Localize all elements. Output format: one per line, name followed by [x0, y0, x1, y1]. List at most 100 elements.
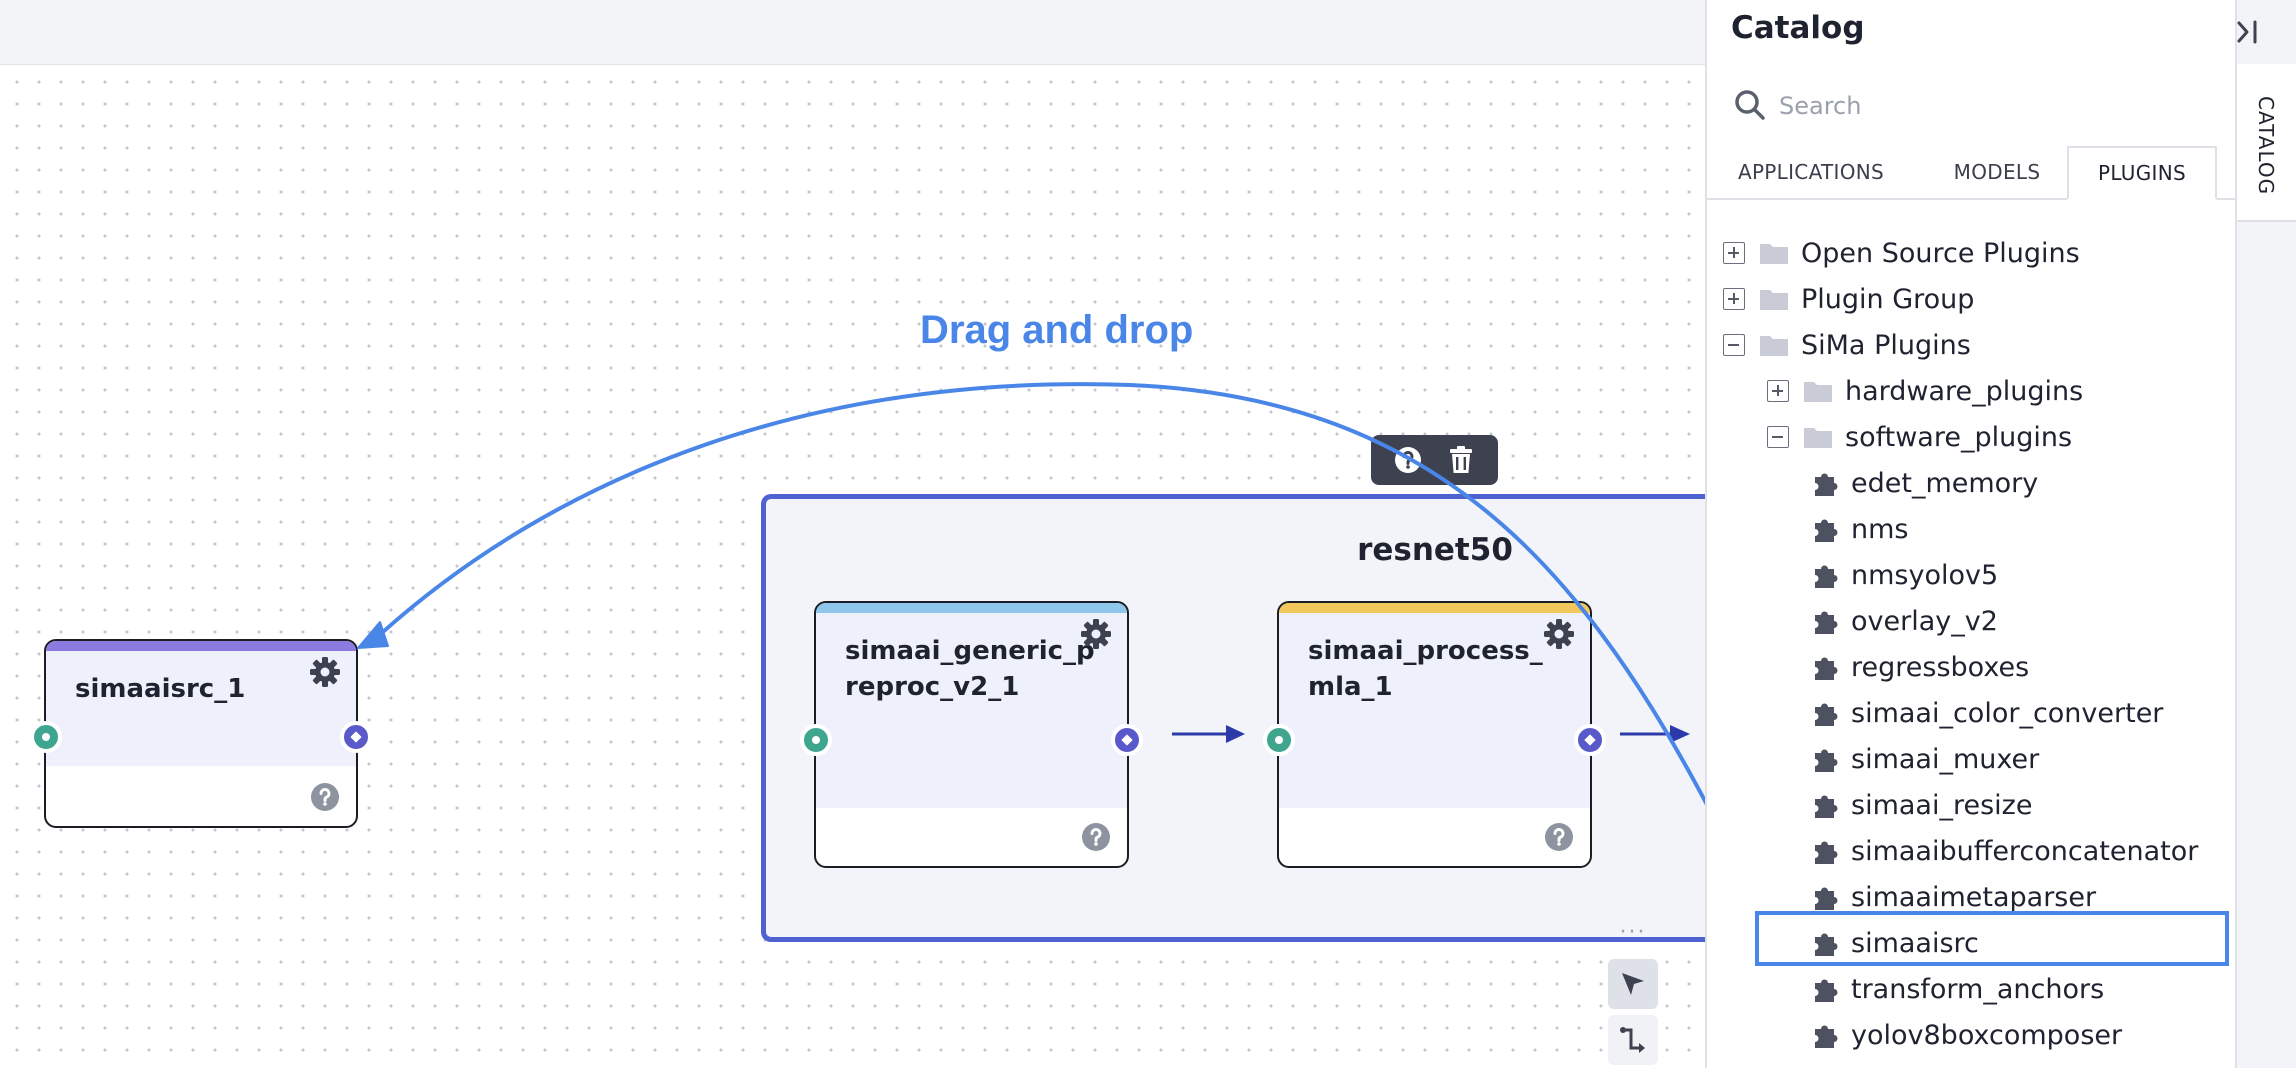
drag-and-drop-annotation: Drag and drop — [920, 308, 1194, 352]
plugin-item[interactable]: regressboxes — [1811, 644, 2029, 690]
plugin-item[interactable]: overlay_v2 — [1811, 598, 1998, 644]
tree-item-label: Plugin Group — [1801, 283, 1975, 315]
select-tool-button[interactable] — [1608, 959, 1658, 1009]
plugin-item-label: simaai_resize — [1851, 789, 2033, 821]
folder-icon — [1804, 382, 1832, 402]
collapse-panel-button[interactable] — [2230, 14, 2266, 50]
input-port[interactable] — [1263, 724, 1295, 756]
puzzle-icon — [1815, 1025, 1838, 1048]
input-port[interactable] — [800, 724, 832, 756]
plugin-item[interactable]: nmsyolov5 — [1811, 552, 1998, 598]
tree-item-plugin-group[interactable]: Plugin Group — [1723, 276, 1974, 322]
group-title: resnet50 — [1357, 532, 1513, 568]
gear-icon[interactable] — [1542, 617, 1576, 651]
plugin-item[interactable]: simaaimetaparser — [1811, 874, 2096, 920]
puzzle-icon — [1815, 611, 1838, 634]
plugin-item[interactable]: simaai_muxer — [1811, 736, 2039, 782]
help-icon[interactable] — [1081, 822, 1111, 852]
node-generic-preproc[interactable]: simaai_generic_preproc_v2_1 — [800, 601, 1143, 868]
tree-item-label: Open Source Plugins — [1801, 237, 2080, 269]
plugin-item-label: simaaimetaparser — [1851, 881, 2097, 913]
canvas-tool-palette: ··· — [1606, 920, 1660, 1068]
folder-icon — [1760, 244, 1788, 264]
input-port[interactable] — [30, 721, 62, 753]
plugin-item-label: simaaibufferconcatenator — [1851, 835, 2199, 867]
plugin-item-label: simaai_color_converter — [1851, 697, 2164, 729]
puzzle-icon — [1815, 795, 1838, 818]
plugin-item-label: regressboxes — [1851, 651, 2030, 683]
tab-plugins[interactable]: PLUGINS — [2067, 146, 2217, 200]
puzzle-icon — [1815, 887, 1838, 910]
selected-plugin-highlight — [1755, 911, 2229, 966]
delete-button[interactable] — [1443, 442, 1479, 478]
expand-icon[interactable] — [1767, 380, 1789, 402]
catalog-side-tab-label: CATALOG — [2254, 96, 2278, 196]
search-input[interactable] — [1777, 84, 2201, 128]
pointer-icon — [1622, 973, 1644, 995]
collapse-icon[interactable] — [1767, 426, 1789, 448]
expand-icon[interactable] — [1723, 288, 1745, 310]
tree-item-software-plugins[interactable]: software_plugins — [1767, 414, 2072, 460]
puzzle-icon — [1815, 519, 1838, 542]
tree-item-hardware-plugins[interactable]: hardware_plugins — [1767, 368, 2083, 414]
plugin-item[interactable]: simaaisrc — [1811, 920, 1979, 966]
connector-icon — [1620, 1027, 1645, 1053]
tab-applications[interactable]: APPLICATIONS — [1737, 160, 1885, 184]
tree-item-open-source-plugins[interactable]: Open Source Plugins — [1723, 230, 2080, 276]
catalog-panel: Catalog APPLICATIONS MODELS PLUGINS Open… — [1705, 0, 2235, 1068]
puzzle-icon — [1815, 841, 1838, 864]
more-icon[interactable]: ··· — [1619, 920, 1647, 945]
trash-icon — [1450, 446, 1473, 473]
node-accent-strip — [46, 641, 356, 651]
help-icon — [1394, 447, 1421, 473]
folder-icon — [1804, 428, 1832, 448]
search-icon — [1735, 90, 1765, 120]
gear-icon[interactable] — [308, 655, 342, 689]
plugin-item-label: edet_memory — [1851, 467, 2039, 499]
help-icon[interactable] — [310, 782, 340, 812]
node-name: simaaisrc_1 — [75, 674, 246, 704]
plugin-item-label: simaaisrc — [1851, 927, 1979, 959]
help-icon[interactable] — [1544, 822, 1574, 852]
plugin-item[interactable]: simaaibufferconcatenator — [1811, 828, 2198, 874]
folder-icon — [1760, 290, 1788, 310]
group-toolbar — [1371, 435, 1498, 485]
plugin-item[interactable]: yolov8boxcomposer — [1811, 1012, 2122, 1058]
node-process-mla[interactable]: simaai_process_mla_1 — [1263, 601, 1606, 868]
tree-item-sima-plugins[interactable]: SiMa Plugins — [1723, 322, 1971, 368]
plugin-item-label: yolov8boxcomposer — [1851, 1019, 2123, 1051]
plugin-item-label: simaai_muxer — [1851, 743, 2040, 775]
node-accent-strip — [1279, 603, 1590, 613]
plugin-item[interactable]: nms — [1811, 506, 1908, 552]
plugin-item-label: transform_anchors — [1851, 973, 2105, 1005]
gear-icon[interactable] — [1079, 617, 1113, 651]
plugin-item[interactable]: simaai_color_converter — [1811, 690, 2163, 736]
expand-icon[interactable] — [1723, 242, 1745, 264]
node-simaaisrc[interactable]: simaaisrc_1 — [30, 639, 372, 828]
node-header — [46, 651, 356, 766]
plugin-item[interactable]: edet_memory — [1811, 460, 2038, 506]
catalog-title: Catalog — [1731, 10, 1865, 46]
node-name: simaai_process_mla_1 — [1308, 636, 1543, 702]
output-port[interactable] — [1111, 724, 1143, 756]
connect-tool-button[interactable] — [1608, 1015, 1658, 1065]
plugin-item[interactable]: transform_anchors — [1811, 966, 2104, 1012]
output-port[interactable] — [1574, 724, 1606, 756]
catalog-tabs: APPLICATIONS MODELS PLUGINS — [1707, 146, 2235, 200]
puzzle-icon — [1815, 565, 1838, 588]
node-name: simaai_generic_preproc_v2_1 — [845, 636, 1095, 702]
puzzle-icon — [1815, 933, 1838, 956]
plugin-item-label: nmsyolov5 — [1851, 559, 1999, 591]
node-accent-strip — [816, 603, 1127, 613]
tree-item-label: SiMa Plugins — [1801, 329, 1971, 361]
tab-models[interactable]: MODELS — [1953, 160, 2041, 184]
puzzle-icon — [1815, 703, 1838, 726]
collapse-panel-icon — [2237, 20, 2257, 44]
catalog-side-tab[interactable] — [2235, 64, 2296, 222]
canvas-top-bar — [0, 0, 1705, 65]
collapse-icon[interactable] — [1723, 334, 1745, 356]
output-port[interactable] — [340, 721, 372, 753]
help-button[interactable] — [1390, 442, 1426, 478]
plugin-item[interactable]: simaai_resize — [1811, 782, 2032, 828]
folder-icon — [1760, 336, 1788, 356]
